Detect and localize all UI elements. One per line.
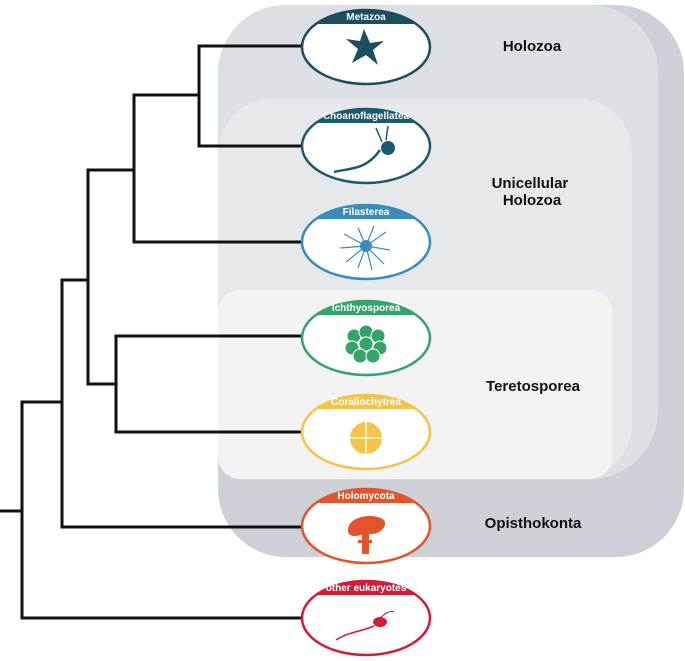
oval-cap — [316, 109, 416, 123]
teretosporea-node — [86, 334, 302, 386]
unicellular-holozoa-label-line1: Unicellular — [492, 175, 569, 192]
group-labels: Holozoa Unicellular Holozoa Teretosporea… — [485, 38, 582, 532]
choanozoa-node — [197, 44, 302, 148]
filozoa-node — [132, 93, 302, 244]
taxon-metazoa: Metazoa — [300, 8, 432, 86]
choanoflagellate-cell-icon — [333, 125, 395, 174]
root-node — [20, 400, 302, 620]
opisthokonta-node — [60, 278, 302, 529]
oval-cap — [316, 205, 416, 219]
corallochytrea-cell-icon — [350, 422, 382, 454]
oval-cap — [316, 581, 416, 595]
taxon-label: Metazoa — [346, 12, 386, 23]
taxon-filasterea: Filasterea — [300, 203, 432, 281]
holozoa-node — [86, 168, 136, 386]
taxon-other-eukaryotes: other eukaryotes — [300, 579, 432, 657]
oval-cap — [316, 395, 416, 409]
taxon-label: Ichthyosporea — [332, 303, 401, 314]
opisthokonta-label: Opisthokonta — [485, 515, 582, 532]
taxon-label: Holomycota — [337, 491, 395, 502]
filasterea-cell-icon — [339, 225, 391, 271]
flagellate-cell-icon — [335, 610, 395, 641]
starfish-icon — [346, 29, 384, 65]
taxon-label: Corallochytrea — [331, 397, 401, 408]
ichthyosporea-colony-icon — [344, 324, 388, 364]
taxon-ichthyosporea: Ichthyosporea — [300, 299, 432, 377]
unicellular-holozoa-label: Unicellular Holozoa — [492, 175, 573, 209]
unicellular-holozoa-label-line2: Holozoa — [503, 192, 562, 209]
oval-cap — [316, 489, 416, 503]
taxon-label: Choanoflagellatea — [323, 111, 410, 122]
holozoa-label: Holozoa — [503, 38, 562, 55]
oval-border — [300, 107, 432, 185]
oval-cap — [316, 10, 416, 24]
taxon-holomycota: Holomycota — [300, 487, 432, 565]
teretosporea-label: Teretosporea — [486, 378, 581, 395]
mushroom-icon — [347, 516, 386, 554]
taxon-choanoflagellatea: Choanoflagellatea — [300, 107, 432, 185]
taxon-corallochytrea: Corallochytrea — [300, 393, 432, 471]
taxon-label: other eukaryotes — [326, 583, 407, 594]
oval-border — [300, 579, 432, 657]
cladogram — [0, 44, 302, 620]
oval-cap — [316, 301, 416, 315]
taxon-label: Filasterea — [343, 207, 390, 218]
clade-panels — [218, 5, 684, 557]
